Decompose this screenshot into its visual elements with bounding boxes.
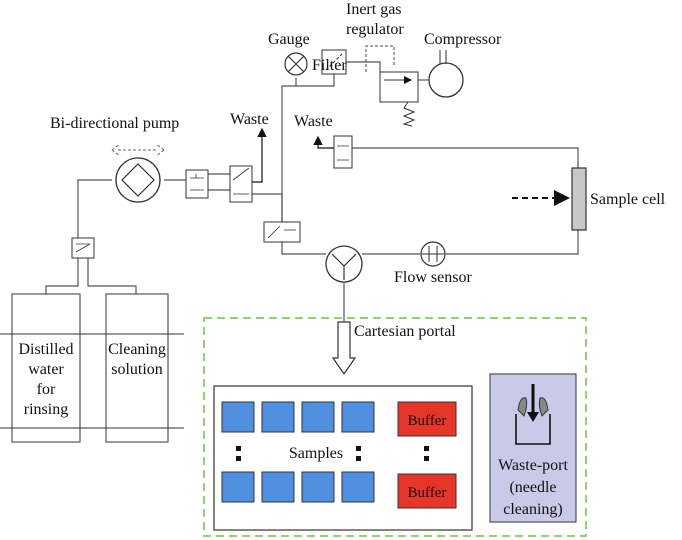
label-bidirectional-pump: Bi-directional pump (50, 115, 179, 132)
flow-sensor-icon (420, 241, 446, 267)
label-cleaning-paren: cleaning) (503, 501, 563, 518)
label-for: for (37, 381, 56, 398)
ellipsis-dots (236, 446, 429, 461)
filter-icon (321, 49, 347, 75)
label-gauge: Gauge (268, 31, 310, 48)
pipe-waste-left (252, 127, 267, 183)
pipe-pump-left (77, 179, 112, 238)
label-filter: Filter (312, 57, 347, 74)
label-samples: Samples (289, 445, 343, 462)
pipe-loop-top (352, 147, 579, 168)
label-buffer-top: Buffer (408, 413, 447, 429)
label-inert-gas: Inert gas (346, 1, 402, 18)
pipe-main-lower-valve (281, 242, 326, 255)
label-rinsing: rinsing (24, 401, 68, 418)
pipe-valve2-main (252, 193, 283, 222)
pipe-main-vertical (281, 70, 335, 222)
bidirectional-pump-icon (111, 143, 165, 203)
gauge-icon (284, 52, 308, 76)
label-waste-port: Waste-port (498, 457, 568, 474)
bottles (0, 293, 184, 443)
sample-wells-bottom (221, 471, 375, 503)
pipe-valve1-valve2 (208, 173, 230, 191)
label-water: water (28, 361, 64, 378)
buffer-well-bottom (397, 473, 457, 509)
needle-cleaning-icon (515, 384, 551, 445)
buffer-well-top (397, 401, 457, 437)
compressor-icon (428, 50, 464, 98)
valve-lower-icon (263, 221, 301, 243)
pipe-loop-right (446, 230, 579, 255)
label-sample-cell: Sample cell (590, 191, 666, 208)
cartesian-portal-arrow (331, 321, 357, 376)
sample-cell-icon (571, 167, 587, 231)
label-compressor: Compressor (424, 31, 502, 48)
label-waste-left: Waste (230, 111, 269, 128)
label-flow-sensor: Flow sensor (394, 269, 472, 286)
pipe-to-bottles (45, 256, 137, 294)
pipe-filter-regulator (346, 61, 381, 72)
valve-bottles-icon (71, 237, 95, 259)
label-solution: solution (111, 361, 163, 378)
valve-1-icon (185, 169, 209, 199)
sample-wells-top (221, 401, 375, 433)
valve-2-icon (229, 165, 253, 203)
regulator-icon (365, 45, 419, 127)
valve-waste-right-icon (333, 135, 353, 169)
label-regulator: regulator (346, 21, 404, 38)
pipe-waste-right (313, 135, 334, 149)
label-buffer-bottom: Buffer (408, 485, 447, 501)
label-distilled: Distilled (18, 341, 73, 358)
label-waste-right: Waste (294, 113, 333, 130)
label-cartesian-portal: Cartesian portal (354, 323, 456, 340)
three-way-valve-icon (325, 245, 363, 283)
label-needle: (needle (509, 479, 556, 496)
label-cleaning: Cleaning (108, 341, 166, 358)
